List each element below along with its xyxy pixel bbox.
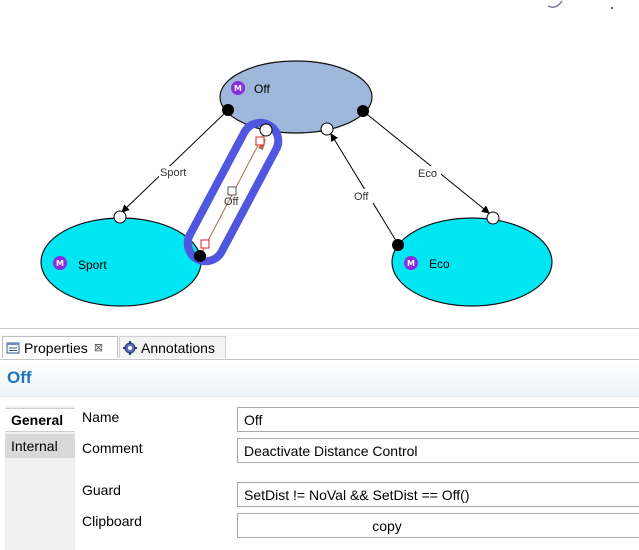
svg-text:M: M: [56, 259, 64, 268]
transition-label: Off: [224, 196, 239, 208]
guard-label: Guard: [82, 482, 121, 498]
transition-off-to-eco[interactable]: Eco: [357, 105, 500, 225]
state-label: Eco: [429, 257, 450, 271]
properties-view: Properties ⊠ Annotations Off General Int…: [0, 328, 639, 550]
state-eco[interactable]: M Eco: [391, 217, 553, 307]
transition-label: Off: [354, 191, 369, 203]
copy-button[interactable]: copy: [237, 513, 639, 538]
properties-icon: [6, 342, 20, 353]
transition-off-to-sport[interactable]: Sport: [113, 104, 234, 224]
tab-annotations[interactable]: Annotations: [119, 336, 226, 358]
state-label: Off: [254, 82, 270, 96]
model-badge-icon: M: [404, 256, 418, 270]
comment-label: Comment: [82, 440, 143, 456]
comment-field[interactable]: Deactivate Distance Control: [237, 438, 639, 463]
state-sport[interactable]: M Sport: [40, 217, 202, 307]
annotations-gear-icon: [123, 340, 137, 355]
state-label: Sport: [78, 258, 107, 272]
properties-header: Off: [0, 360, 639, 397]
page-title: Off: [7, 368, 32, 387]
name-label: Name: [82, 409, 120, 425]
state-diagram-canvas[interactable]: M Off M Sport M Eco: [0, 0, 639, 328]
offscreen-edge-dot: [611, 7, 613, 9]
section-tab-general[interactable]: General: [5, 408, 75, 432]
section-tab-internal[interactable]: Internal: [5, 434, 75, 458]
tab-label: Annotations: [141, 339, 215, 356]
transition-label: Sport: [160, 167, 186, 179]
state-off[interactable]: M Off: [219, 60, 373, 134]
svg-text:M: M: [407, 259, 415, 268]
transition-label: Eco: [418, 168, 437, 180]
transition-eco-to-off[interactable]: Off: [320, 122, 404, 251]
guard-field[interactable]: SetDist != NoVal && SetDist == Off(): [237, 482, 639, 507]
divider: [0, 328, 639, 329]
model-badge-icon: M: [53, 256, 67, 270]
selection-handle[interactable]: [200, 239, 210, 249]
label-handle[interactable]: [227, 186, 237, 196]
model-badge-icon: M: [231, 81, 245, 95]
section-tabs: General Internal: [5, 406, 75, 550]
view-tab-bar: Properties ⊠ Annotations: [0, 336, 639, 360]
clipboard-label: Clipboard: [82, 513, 142, 529]
offscreen-edge-fragment: [547, 0, 563, 8]
tab-label: Properties: [24, 339, 88, 356]
svg-text:M: M: [234, 84, 242, 93]
close-tab-icon[interactable]: ⊠: [93, 342, 104, 354]
transition-sport-to-off-selected[interactable]: Off: [181, 116, 284, 267]
tab-properties[interactable]: Properties ⊠: [2, 336, 118, 358]
name-field[interactable]: Off: [237, 407, 639, 432]
selection-handle[interactable]: [255, 136, 265, 146]
